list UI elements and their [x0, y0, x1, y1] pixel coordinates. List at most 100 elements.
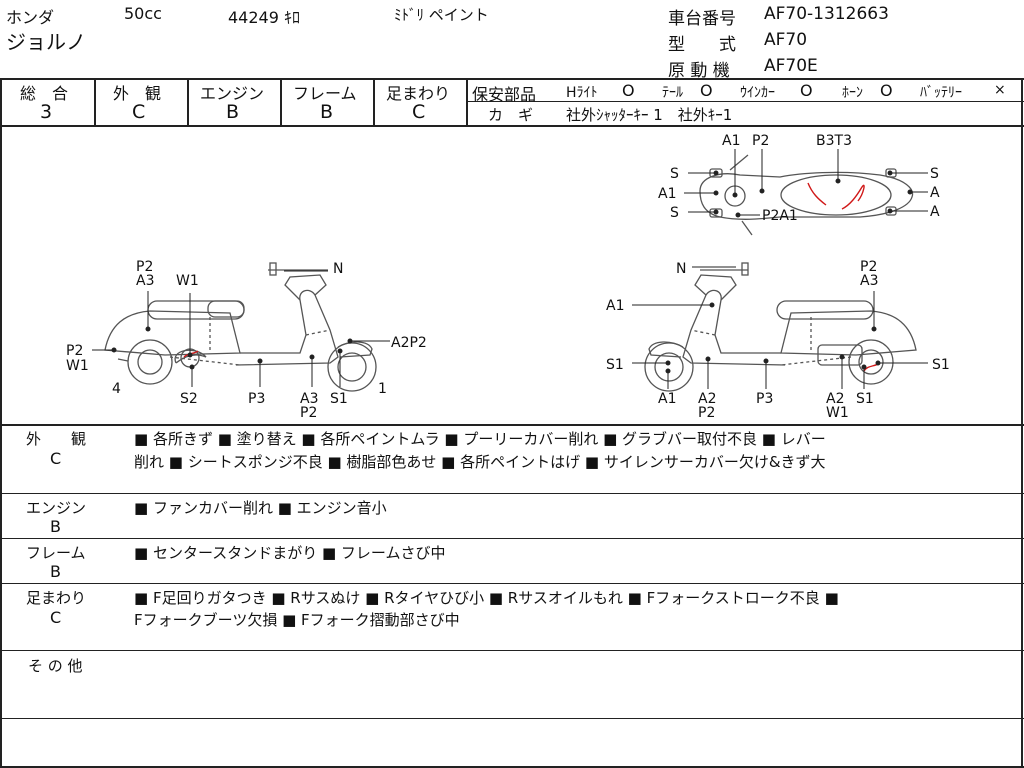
label-w1: W1	[176, 273, 199, 289]
overall-label: 総 合	[20, 84, 69, 103]
label-w1-left: W1	[66, 358, 89, 374]
divider	[0, 493, 1024, 494]
label-a3-right: A3	[860, 273, 878, 289]
suspension-notes-label: 足まわり	[26, 589, 87, 607]
frame-no: AF70-1312663	[764, 4, 889, 24]
label-top-p2: P2	[752, 133, 769, 149]
label-top-b3t3: B3T3	[816, 133, 852, 149]
exterior-notes-label: 外 観	[26, 430, 87, 448]
label-s1: S1	[330, 391, 348, 407]
border-left	[0, 78, 2, 768]
frame-grade-label: フレーム	[293, 84, 357, 103]
label-a1-bottom: A1	[658, 391, 676, 407]
divider	[0, 78, 1024, 80]
divider	[0, 125, 1024, 127]
label-n-right: N	[676, 261, 686, 277]
suspension-notes-grade: C	[50, 608, 62, 627]
label-s1-right-left: S1	[606, 357, 624, 373]
label-1: 1	[378, 381, 387, 397]
label-top-a-r1: A	[930, 185, 940, 201]
divider	[0, 718, 1024, 719]
headlight-mark: O	[622, 81, 635, 100]
label-top-a-1: A1	[658, 186, 676, 202]
label-p2-left: P2	[66, 343, 83, 359]
border-right	[1021, 78, 1023, 768]
label-top-s-r: S	[930, 166, 939, 182]
divider	[0, 650, 1024, 651]
label-top-s1: S	[670, 166, 679, 182]
color: ﾐﾄﾞﾘ ペイント	[394, 6, 489, 24]
frame-grade: B	[320, 101, 334, 123]
overall-grade: 3	[40, 101, 53, 123]
suspension-grade-label: 足まわり	[386, 84, 451, 103]
exterior-notes-line2: 削れ ■ シートスポンジ不良 ■ 樹脂部色あせ ■ 各所ペイントはげ ■ サイレ…	[134, 453, 826, 471]
label-p3-right: P3	[756, 391, 773, 407]
engine-value: AF70E	[764, 56, 818, 76]
frame-notes-grade: B	[50, 562, 61, 581]
divider	[0, 538, 1024, 539]
exterior-grade-label: 外 観	[113, 84, 162, 103]
label-n: N	[333, 261, 343, 277]
label-s2: S2	[180, 391, 198, 407]
displacement: 50cc	[124, 4, 162, 23]
label-s1-right-right: S1	[932, 357, 950, 373]
engine-notes-line1: ■ ファンカバー削れ ■ エンジン音小	[134, 499, 387, 517]
left-side-view	[104, 262, 377, 392]
type-label: 型 式	[668, 35, 736, 55]
other-notes-label: そ の 他	[28, 657, 83, 675]
right-side-view	[644, 262, 917, 392]
label-top-p2a1: P2A1	[762, 208, 798, 224]
divider	[187, 78, 189, 125]
label-p2: P2	[136, 259, 153, 275]
battery-label: ﾊﾞｯﾃﾘｰ	[920, 85, 962, 101]
label-a2: A2	[698, 391, 716, 407]
label-a1-right: A1	[606, 298, 624, 314]
horn-mark: O	[880, 81, 893, 100]
label-p3: P3	[248, 391, 265, 407]
engine-grade-label: エンジン	[200, 84, 265, 103]
label-top-a-r2: A	[930, 204, 940, 220]
winker-mark: O	[800, 81, 813, 100]
frame-notes-label: フレーム	[26, 544, 86, 562]
label-4: 4	[112, 381, 121, 397]
key-value: 社外ｼｬｯﾀｰｷｰ 1 社外ｷｰ1	[566, 106, 733, 124]
label-w1-right: W1	[826, 405, 849, 421]
damage-diagram: P2 A3 W1 N P2 W1 4 A2P2 1 S2 P3 A3 S1 P2…	[66, 133, 950, 421]
maker: ホンダ	[6, 8, 55, 27]
label-s1-bottom: S1	[856, 391, 874, 407]
exterior-notes-line1: ■ 各所きず ■ 塗り替え ■ 各所ペイントムラ ■ プーリーカバー削れ ■ グ…	[134, 430, 826, 448]
frame-no-label: 車台番号	[668, 9, 736, 29]
suspension-notes-line2: Fフォークブーツ欠損 ■ Fフォーク摺動部さび中	[134, 611, 460, 629]
label-top-a1: A1	[722, 133, 740, 149]
divider	[466, 78, 468, 125]
safety-label: 保安部品	[472, 85, 537, 104]
suspension-grade: C	[412, 101, 426, 123]
divider	[468, 101, 1024, 102]
divider	[280, 78, 282, 125]
divider	[0, 583, 1024, 584]
label-top-s2: S	[670, 205, 679, 221]
divider	[94, 78, 96, 125]
label-p2-right: P2	[860, 259, 877, 275]
type-value: AF70	[764, 30, 808, 50]
label-p2-right-bottom: P2	[698, 405, 715, 421]
exterior-notes-grade: C	[50, 449, 62, 468]
battery-mark: ×	[994, 82, 1006, 98]
label-a3-bottom: A3	[300, 391, 318, 407]
tail-label: ﾃｰﾙ	[662, 85, 683, 101]
label-p2-bottom: P2	[300, 405, 317, 421]
tail-mark: O	[700, 81, 713, 100]
engine-notes-label: エンジン	[26, 499, 87, 517]
divider	[0, 424, 1024, 426]
label-a3: A3	[136, 273, 154, 289]
winker-label: ｳｲﾝｶｰ	[740, 85, 775, 101]
suspension-notes-line1: ■ F足回りガタつき ■ Rサスぬけ ■ Rタイヤひび小 ■ Rサスオイルもれ …	[134, 589, 839, 607]
model-name: ジョルノ	[6, 30, 86, 54]
key-label: カ ギ	[488, 106, 534, 124]
engine-label: 原 動 機	[668, 61, 730, 81]
mileage: 44249 ｷﾛ	[228, 8, 300, 27]
exterior-grade: C	[132, 101, 146, 123]
divider	[0, 766, 1024, 768]
label-a2-right: A2	[826, 391, 844, 407]
engine-grade: B	[226, 101, 240, 123]
